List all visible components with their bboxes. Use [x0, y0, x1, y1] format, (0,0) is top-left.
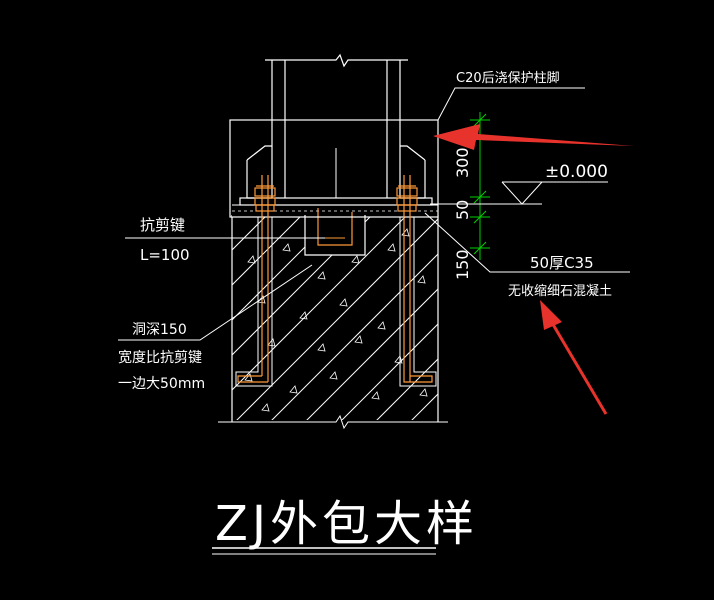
- dimension-50: 50: [453, 200, 472, 220]
- grout-leader: [424, 212, 630, 273]
- shear-key-pocket: [304, 208, 366, 256]
- concrete-pier: [218, 215, 448, 430]
- dimension-300: 300: [453, 147, 472, 178]
- anchor-bolts: [237, 175, 433, 383]
- shear-key-label: 抗剪键: [140, 216, 185, 234]
- red-arrow-bottom: [540, 300, 608, 415]
- grout-line2: 无收缩细石混凝土: [508, 283, 612, 299]
- shear-key-length: L=100: [140, 246, 190, 264]
- grout-line1: 50厚C35: [530, 254, 594, 272]
- hole-line1: 洞深150: [132, 322, 187, 338]
- drawing-title: ZJ外包大样: [215, 496, 478, 552]
- c20-label: C20后浇保护柱脚: [456, 70, 560, 86]
- c20-leader: [437, 87, 585, 121]
- hole-leader: [118, 264, 313, 341]
- red-arrow-top: [433, 124, 634, 150]
- steel-column: [239, 53, 433, 206]
- encasement: [229, 119, 439, 218]
- elevation-mark: [430, 181, 608, 205]
- dimension-150: 150: [453, 249, 472, 280]
- hole-line2: 宽度比抗剪键: [118, 349, 202, 366]
- hole-line3: 一边大50mm: [118, 376, 205, 392]
- elevation-label: ±0.000: [545, 162, 608, 182]
